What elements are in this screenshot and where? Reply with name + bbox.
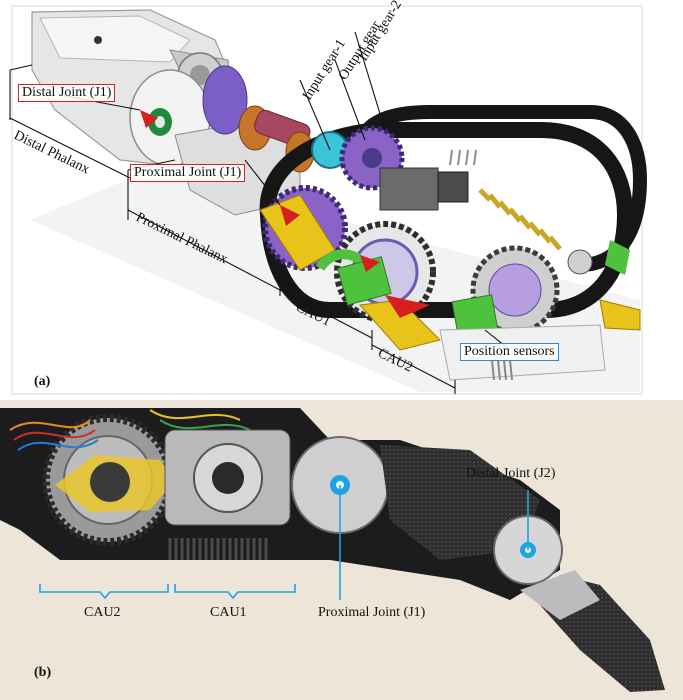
- cad-illustration: [9, 5, 648, 395]
- blue-leaders: [339, 485, 529, 600]
- dimension-lines: [9, 31, 511, 394]
- label-proximal-joint-j1-b: Proximal Joint (J1): [318, 605, 426, 620]
- cau1-unit: [164, 429, 291, 526]
- red-arrows: [280, 205, 430, 318]
- label-distal-joint-j1: Distal Joint (J1): [18, 84, 116, 102]
- panel-b-prototype-photo: Distal Joint (J2) Proximal Joint (J1) CA…: [0, 400, 683, 700]
- label-cau1-b: CAU1: [210, 605, 247, 620]
- panel-a-tag: (a): [34, 374, 51, 389]
- label-cau2-b: CAU2: [84, 605, 121, 620]
- label-position-sensors: Position sensors: [460, 343, 559, 361]
- yellow-linkages: [259, 194, 641, 351]
- position-sensor-shapes: [315, 240, 630, 338]
- cau-braces: [39, 584, 296, 600]
- label-proximal-joint-j1: Proximal Joint (J1): [130, 164, 246, 182]
- actuators: [379, 149, 593, 275]
- panel-b-tag: (b): [34, 665, 52, 680]
- label-distal-joint-j2: Distal Joint (J2): [466, 466, 556, 481]
- panel-a-cad-render: Input gear-1 Output gear Input gear-2 Di…: [9, 0, 648, 395]
- prototype-illustration: [0, 408, 665, 692]
